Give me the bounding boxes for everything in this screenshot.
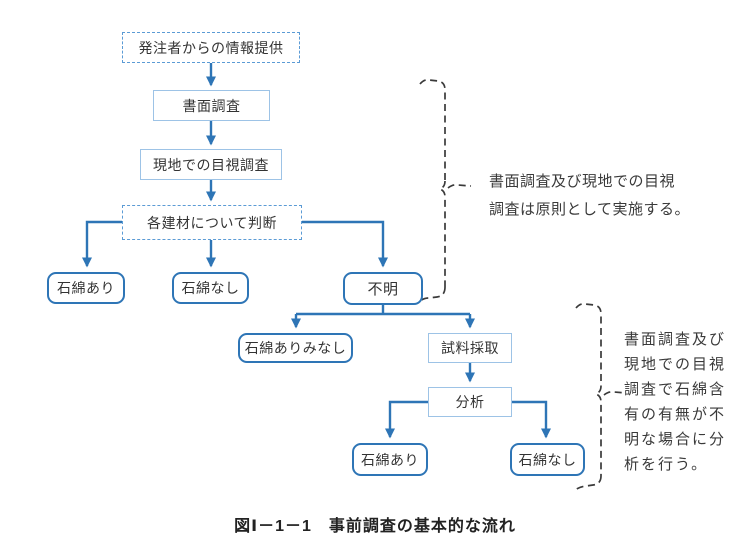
node-deemed-asbestos-present: 石綿ありみなし xyxy=(238,333,353,363)
node-asbestos-present-bottom: 石綿あり xyxy=(352,443,428,476)
arrow-analysis-to-present xyxy=(385,400,428,439)
node-asbestos-present-top: 石綿あり xyxy=(47,272,125,304)
arrow-judgment-to-unknown xyxy=(302,220,388,268)
annotation-line: 明な場合に分 xyxy=(624,431,727,448)
node-asbestos-absent-top: 石綿なし xyxy=(172,272,249,304)
annotation-line: 調査で石綿含 xyxy=(624,381,727,398)
node-info-provision: 発注者からの情報提供 xyxy=(122,32,300,63)
annotation-line: 調査は原則として実施する。 xyxy=(489,201,691,218)
node-sample-collection: 試料採取 xyxy=(428,333,512,363)
figure-caption: 図Ⅰ－1－1 事前調査の基本的な流れ xyxy=(234,518,516,535)
annotation-line: 有の有無が不 xyxy=(624,406,727,423)
arrow-analysis-to-absent xyxy=(512,400,551,439)
line-unknown-split xyxy=(296,305,470,316)
dashed-brace-bottom xyxy=(574,302,627,491)
annotation-principle-note: 書面調査及び現地での目視 調査は原則として実施する。 xyxy=(489,168,690,224)
node-site-visual-survey: 現地での目視調査 xyxy=(140,149,282,180)
annotation-analysis-note: 書面調査及び 現地での目視 調査で石綿含 有の有無が不 明な場合に分 析を行う。 xyxy=(624,327,726,477)
annotation-line: 書面調査及び xyxy=(624,331,727,348)
arrow-judgment-to-present xyxy=(82,220,122,268)
node-asbestos-absent-bottom: 石綿なし xyxy=(510,443,585,476)
annotation-line: 書面調査及び現地での目視 xyxy=(489,173,676,190)
dashed-brace-top xyxy=(418,78,472,303)
node-document-survey: 書面調査 xyxy=(153,90,270,121)
annotation-line: 現地での目視 xyxy=(624,356,727,373)
flow-arrows xyxy=(82,63,551,439)
node-analysis: 分析 xyxy=(428,387,512,417)
annotation-line: 析を行う。 xyxy=(624,456,709,473)
node-unknown: 不明 xyxy=(343,272,423,305)
node-material-judgment: 各建材について判断 xyxy=(122,205,302,240)
